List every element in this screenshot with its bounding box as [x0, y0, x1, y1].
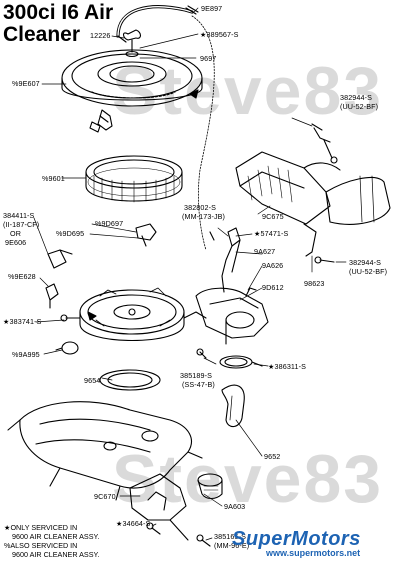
air-cleaner-lid [61, 49, 203, 107]
screw-lower-right [314, 256, 335, 264]
label-9654: 9654 [84, 376, 101, 385]
label-9a995: %9A995 [12, 350, 40, 359]
label-382802s: 382802-S [184, 203, 216, 212]
heat-shroud [209, 227, 241, 293]
vacuum-motor-bracket [303, 223, 317, 257]
label-9a626: 9A626 [262, 261, 284, 270]
vacuum-motor-clip [47, 249, 73, 269]
screw-upper-right [311, 123, 338, 164]
logo-brand: SuperMotors [232, 528, 361, 550]
note-assy-2: 9600 AIR CLEANER ASSY. [12, 550, 100, 559]
label-9652: 9652 [264, 452, 281, 461]
label-382802s-sub: (MM-173-JB) [182, 212, 226, 221]
screw-385165 [196, 534, 211, 547]
vacuum-hose [116, 5, 194, 38]
snorkel-duct [235, 151, 391, 225]
label-57471s: ★57471-S [254, 229, 289, 238]
wing-nut [122, 29, 142, 58]
label-385165s: 385165-S [214, 532, 246, 541]
duct-valve-assembly [195, 287, 269, 345]
label-9a603: 9A603 [224, 502, 246, 511]
label-9d695: %9D695 [56, 229, 85, 238]
air-cleaner-body [79, 287, 207, 341]
label-385189s: 385189-S [180, 371, 212, 380]
label-9e607: %9E607 [12, 79, 40, 88]
leader-lines [33, 7, 347, 541]
label-34664s: ★34664-S [116, 519, 151, 528]
note-only-serviced: ★ONLY SERVICED IN [4, 523, 78, 532]
label-386311s: ★386311-S [268, 362, 306, 371]
label-12226: 12226 [90, 31, 111, 40]
label-383741s: ★383741-S [3, 317, 42, 326]
label-382944s-mid: 382944-S [349, 258, 381, 267]
label-384411s: 384411-S [3, 211, 35, 220]
hose-connector [185, 5, 199, 15]
label-9a627: 9A627 [254, 247, 276, 256]
direction-arrow-2 [87, 311, 97, 321]
bolt-385189 [196, 348, 207, 359]
lid-clip [97, 109, 113, 131]
logo-url: www.supermotors.net [266, 548, 361, 558]
hose-clamp [219, 355, 263, 369]
note-also-serviced: %ALSO SERVICED IN [4, 541, 78, 550]
label-385165s-sub: (MM-96-E) [214, 541, 250, 550]
filter-element [85, 155, 183, 203]
label-9601: %9601 [42, 174, 65, 183]
label-382944s-mid-sub: (UU-52-BF) [349, 267, 388, 276]
label-389567s: ★389567-S [200, 30, 239, 39]
label-384411s-sub2: OR [10, 229, 21, 238]
retainer-clip [45, 283, 59, 309]
screw-383741 [60, 314, 81, 322]
label-9d697: %9D697 [95, 219, 124, 228]
page-title: 300ci I6 Air Cleaner [3, 1, 114, 46]
label-382944s-top: 382944-S [340, 93, 372, 102]
vacuum-line [191, 15, 215, 251]
check-valve [55, 341, 79, 355]
label-384411s-sub3: 9E606 [5, 238, 27, 247]
label-9d612: 9D612 [262, 283, 284, 292]
label-382944s-top-sub: (UU-52-BF) [340, 102, 379, 111]
label-9e897: 9E897 [201, 4, 223, 13]
label-9e628: %9E628 [8, 272, 36, 281]
label-98623: 98623 [304, 279, 325, 288]
label-385189s-sub: (SS-47-B) [182, 380, 215, 389]
label-9c670: 9C670 [94, 492, 116, 501]
watermark-bottom: Steve83 [112, 441, 384, 517]
note-assy-1: 9600 AIR CLEANER ASSY. [12, 532, 100, 541]
label-9697: 9697 [200, 54, 217, 63]
flex-connector [197, 473, 223, 500]
lid-clip-small [89, 121, 101, 133]
label-9c675: 9C675 [262, 212, 284, 221]
heat-stove [129, 473, 189, 541]
sensor-clip [135, 223, 157, 247]
hot-air-tube [221, 384, 245, 428]
direction-arrow [189, 89, 199, 99]
exhaust-manifold [7, 401, 203, 501]
label-384411s-sub1: (II-187-CF) [3, 220, 40, 229]
gasket-9654 [99, 369, 161, 391]
supermotors-logo: SuperMotors www.supermotors.net [222, 526, 404, 558]
screw-34664 [146, 522, 161, 535]
